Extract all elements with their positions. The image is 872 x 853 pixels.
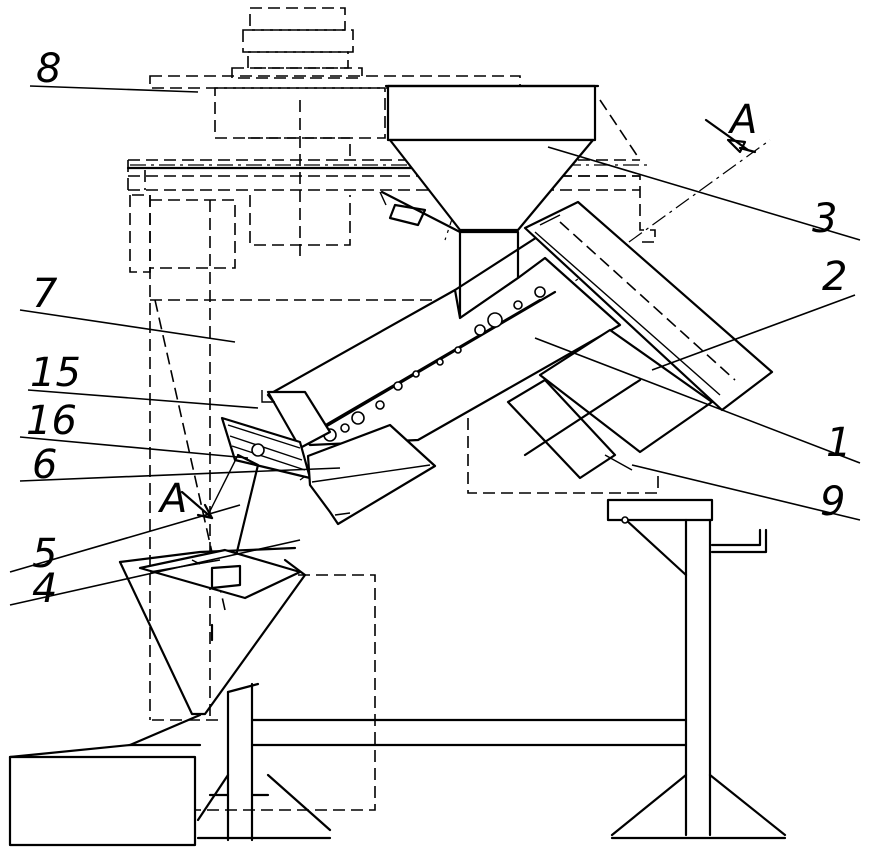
label-6: 6: [32, 442, 57, 488]
label-3: 3: [812, 196, 837, 242]
label-16: 16: [26, 398, 77, 444]
label-15: 15: [30, 350, 81, 396]
label-1: 1: [826, 420, 851, 466]
support-frame: [196, 498, 787, 842]
label-8: 8: [36, 46, 61, 92]
label-2: 2: [822, 254, 847, 300]
collection-box: [8, 713, 202, 847]
chute-plate: [523, 200, 774, 412]
lower-plates: [506, 328, 714, 480]
hopper: [384, 84, 600, 320]
inclined-conveyor: [266, 230, 622, 447]
label-4: 4: [32, 566, 57, 612]
leader-lines: [9, 85, 861, 606]
valve-mechanism: [379, 190, 462, 234]
tray-and-lever: [118, 453, 307, 716]
label-section-a-top: A: [727, 97, 757, 143]
labels: 8 7 15 16 6 5 4 3 2 1 9 A A: [26, 46, 851, 612]
label-7: 7: [32, 271, 58, 317]
label-9: 9: [820, 479, 845, 525]
label-5: 5: [32, 531, 57, 577]
label-section-a-left: A: [157, 476, 187, 522]
discharge-assembly: [220, 390, 437, 526]
